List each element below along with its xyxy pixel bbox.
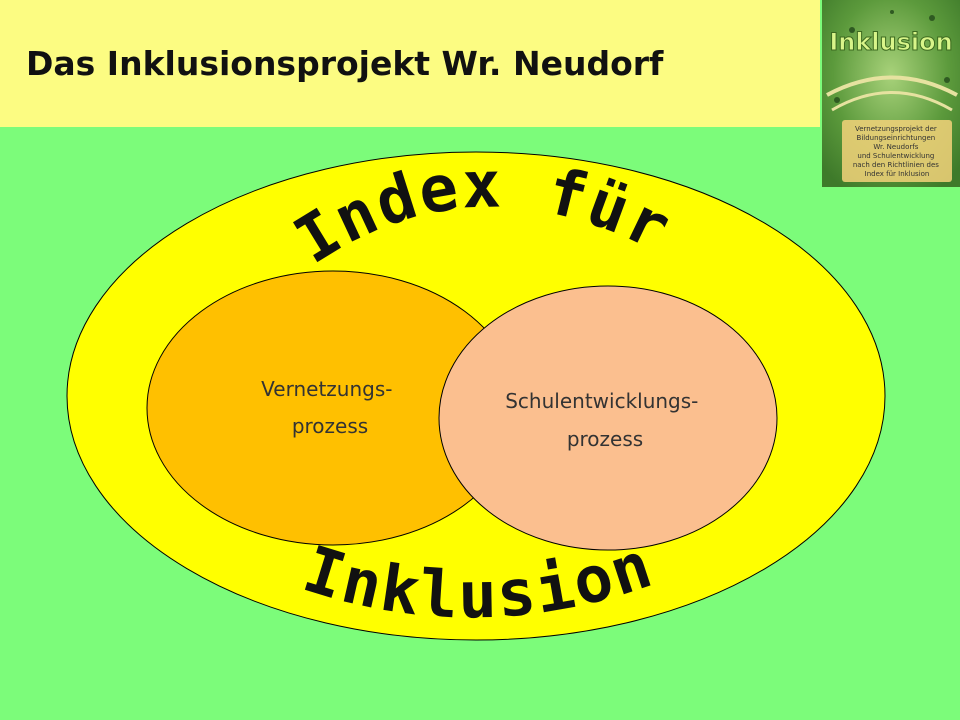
logo-caption-line: Wr. Neudorfs xyxy=(873,143,918,151)
inklusion-logo: Inklusion Vernetzungsprojekt der Bildung… xyxy=(822,0,960,187)
logo-caption-line: nach den Richtlinien des xyxy=(853,161,939,169)
right-circle-line1: Schulentwicklungs- xyxy=(505,389,698,413)
logo-caption: Vernetzungsprojekt der Bildungseinrichtu… xyxy=(853,125,941,178)
page-title: Das Inklusionsprojekt Wr. Neudorf xyxy=(26,44,664,83)
logo-caption-line: und Schulentwicklung xyxy=(857,152,934,160)
right-circle-label: Schulentwicklungs- prozess xyxy=(505,389,705,451)
logo-caption-line: Index für Inklusion xyxy=(865,170,930,178)
right-circle xyxy=(438,285,778,551)
left-circle-label: Vernetzungs- prozess xyxy=(261,377,399,438)
logo-title: Inklusion xyxy=(829,28,952,56)
title-bar: Das Inklusionsprojekt Wr. Neudorf xyxy=(0,0,820,127)
logo-caption-line: Bildungseinrichtungen xyxy=(857,134,936,142)
right-circle-line2: prozess xyxy=(567,427,643,451)
left-circle-line1: Vernetzungs- xyxy=(261,377,392,401)
left-circle-line2: prozess xyxy=(292,414,368,438)
logo-caption-line: Vernetzungsprojekt der xyxy=(855,125,937,133)
